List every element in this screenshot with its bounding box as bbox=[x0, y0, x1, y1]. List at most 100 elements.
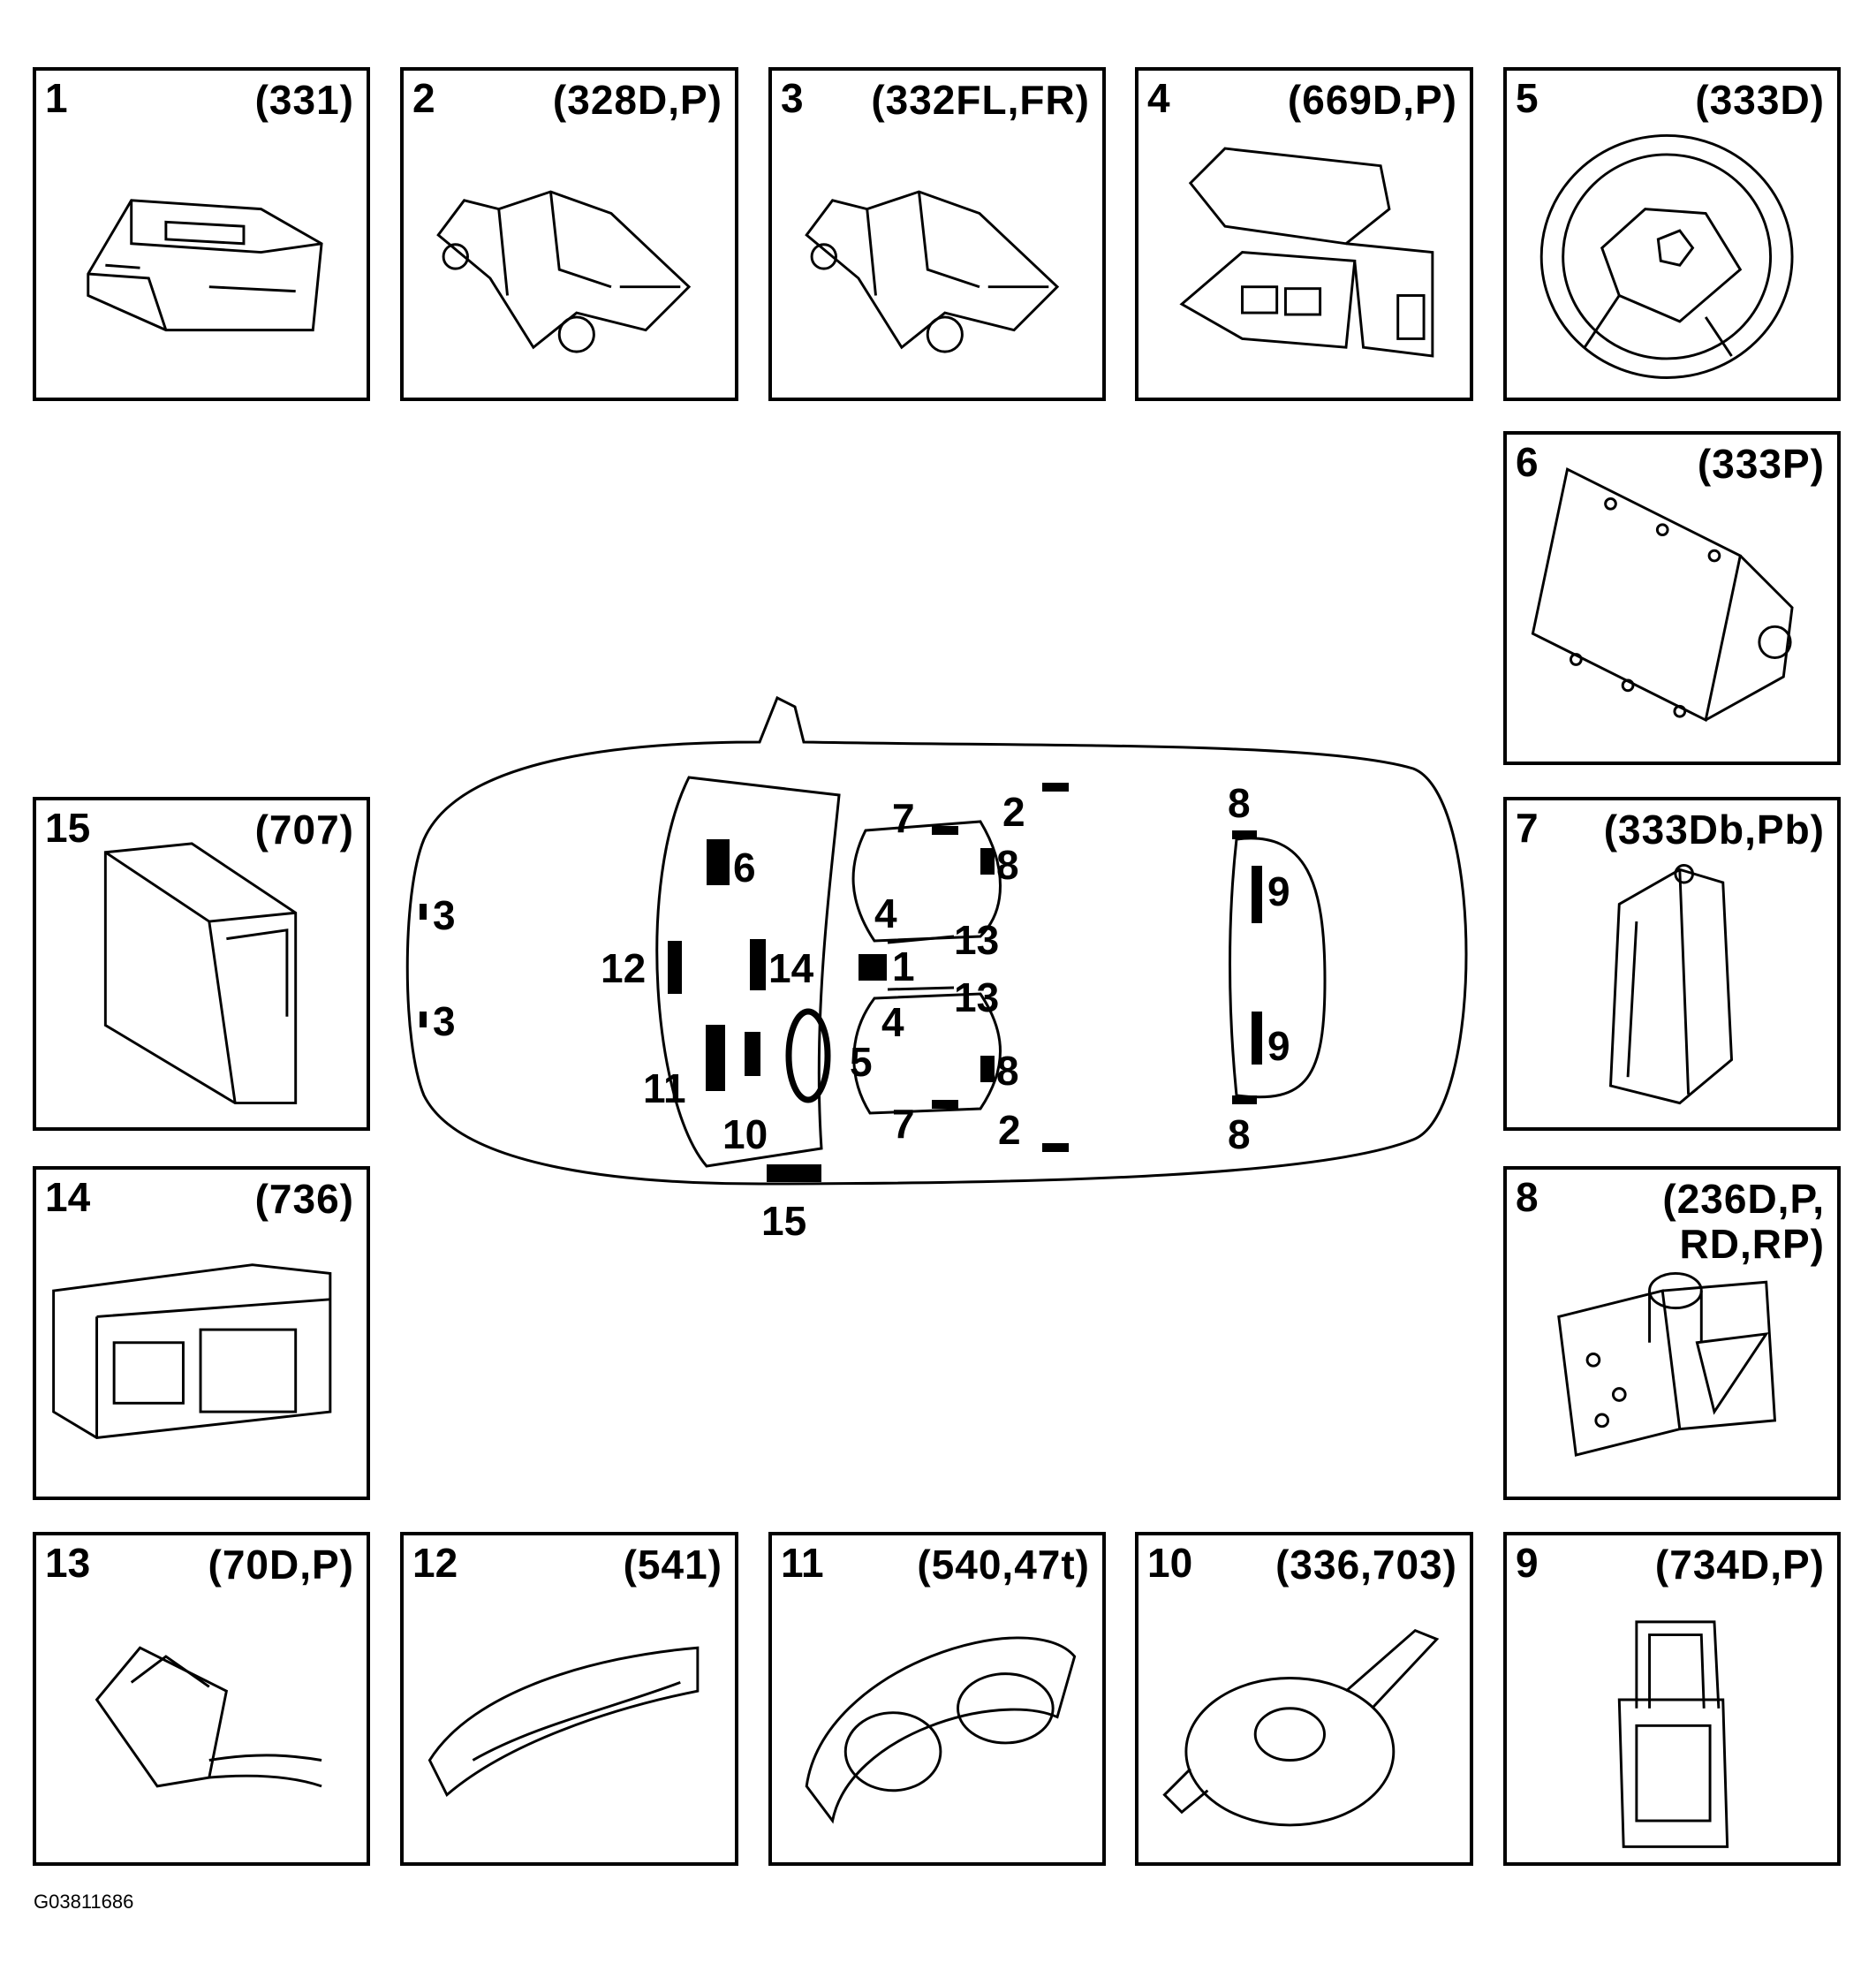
front-seat-left-outline bbox=[851, 820, 1002, 943]
panel-number: 7 bbox=[1516, 805, 1539, 851]
side-sensor-illustration bbox=[436, 190, 692, 353]
car-label: 13 bbox=[954, 974, 999, 1020]
panel-4: 4 (669D,P) bbox=[1135, 67, 1473, 401]
car-label: 8 bbox=[1228, 780, 1251, 826]
panel-3: 3 (332FL,FR) bbox=[768, 67, 1106, 401]
panel-code: (332FL,FR) bbox=[871, 77, 1090, 123]
car-number-labels: 1 2 2 3 3 4 4 5 6 7 7 8 8 8 8 9 9 10 11 … bbox=[433, 780, 1290, 1244]
car-label: 8 bbox=[1228, 1111, 1251, 1157]
panel-9: 9 (734D,P) bbox=[1503, 1532, 1841, 1866]
front-sensor-illustration bbox=[805, 190, 1060, 353]
marker-1 bbox=[859, 954, 887, 981]
rear-seat-outline bbox=[1229, 837, 1327, 1099]
panel-code: (736) bbox=[254, 1176, 354, 1222]
panel-number: 3 bbox=[781, 75, 804, 121]
module-box-illustration bbox=[103, 842, 298, 1105]
marker-6 bbox=[707, 839, 730, 885]
car-label: 5 bbox=[850, 1039, 873, 1085]
instrument-cluster-illustration bbox=[805, 1636, 1077, 1824]
leader-line bbox=[887, 986, 955, 991]
car-label: 7 bbox=[892, 1101, 915, 1147]
marker-9-bottom bbox=[1252, 1012, 1262, 1065]
control-module-illustration bbox=[87, 199, 323, 332]
panel-code: (540,47t) bbox=[917, 1542, 1090, 1588]
panel-14: 14 (736) bbox=[33, 1166, 370, 1500]
marker-15 bbox=[767, 1164, 821, 1182]
panel-number: 1 bbox=[45, 75, 68, 121]
panel-7: 7 (333Db,Pb) bbox=[1503, 797, 1841, 1131]
display-illustration bbox=[427, 1646, 700, 1797]
steering-wheel-illustration bbox=[1539, 133, 1794, 379]
panel-code: (331) bbox=[254, 77, 354, 123]
panel-code: (669D,P) bbox=[1287, 77, 1457, 123]
passenger-airbag-illustration bbox=[1531, 466, 1794, 723]
marker-14 bbox=[750, 939, 766, 990]
panel-number: 14 bbox=[45, 1174, 91, 1220]
panel-code: (336,703) bbox=[1275, 1542, 1457, 1588]
car-label: 8 bbox=[996, 1048, 1019, 1094]
panel-13: 13 (70D,P) bbox=[33, 1532, 370, 1866]
panel-15: 15 (707) bbox=[33, 797, 370, 1131]
marker-8-bottom-rear bbox=[1232, 1095, 1257, 1104]
car-body-outline bbox=[405, 695, 1468, 1186]
panel-6: 6 (333P) bbox=[1503, 431, 1841, 765]
belt-buckle-illustration bbox=[1617, 1620, 1729, 1848]
panel-number: 13 bbox=[45, 1540, 91, 1586]
panel-number: 2 bbox=[412, 75, 435, 121]
panel-code: (734D,P) bbox=[1654, 1542, 1825, 1588]
car-label: 4 bbox=[881, 999, 904, 1045]
car-label: 6 bbox=[733, 845, 756, 890]
panel-number: 4 bbox=[1147, 75, 1170, 121]
side-airbag-illustration bbox=[1608, 863, 1734, 1105]
car-label: 8 bbox=[996, 842, 1019, 888]
panel-code-line-2: RD,RP) bbox=[1679, 1220, 1825, 1267]
car-label: 3 bbox=[433, 892, 456, 938]
panel-10: 10 (336,703) bbox=[1135, 1532, 1473, 1866]
marker-8-top-rear bbox=[1232, 830, 1257, 839]
panel-code: (541) bbox=[623, 1542, 722, 1588]
panel-number: 12 bbox=[412, 1540, 458, 1586]
marker-10 bbox=[745, 1032, 760, 1076]
car-label: 9 bbox=[1267, 1023, 1290, 1069]
belt-pretensioner-illustration bbox=[1557, 1271, 1777, 1457]
panel-code: (707) bbox=[254, 807, 354, 853]
car-label: 10 bbox=[722, 1111, 768, 1157]
marker-12 bbox=[668, 941, 682, 994]
steering-wheel-outline bbox=[785, 1008, 831, 1103]
figure-id: G03811686 bbox=[34, 1891, 134, 1913]
panel-12: 12 (541) bbox=[400, 1532, 738, 1866]
car-label: 12 bbox=[601, 945, 646, 991]
car-label: 2 bbox=[998, 1107, 1021, 1153]
panel-code: (70D,P) bbox=[208, 1542, 354, 1588]
panel-code: (333Db,Pb) bbox=[1603, 807, 1825, 853]
marker-7-top bbox=[932, 826, 958, 835]
panel-code: (333P) bbox=[1697, 441, 1825, 487]
car-label: 7 bbox=[892, 795, 915, 841]
car-label: 4 bbox=[874, 890, 897, 936]
marker-3-top bbox=[420, 904, 427, 920]
marker-9-top bbox=[1252, 866, 1262, 923]
panel-number: 10 bbox=[1147, 1540, 1193, 1586]
panel-number: 5 bbox=[1516, 75, 1539, 121]
panel-number: 15 bbox=[45, 805, 91, 851]
dashboard-outline bbox=[655, 776, 841, 1168]
panel-code: (333D) bbox=[1695, 77, 1825, 123]
panel-11: 11 (540,47t) bbox=[768, 1532, 1106, 1866]
car-label: 11 bbox=[643, 1065, 686, 1111]
panel-1: 1 (331) bbox=[33, 67, 370, 401]
marker-11 bbox=[706, 1025, 725, 1091]
car-label: 3 bbox=[433, 998, 456, 1044]
panel-5: 5 (333D) bbox=[1503, 67, 1841, 401]
panel-number: 8 bbox=[1516, 1174, 1539, 1220]
panel-number: 9 bbox=[1516, 1540, 1539, 1586]
belt-sensor-illustration bbox=[1179, 147, 1434, 358]
marker-8-bottom-right bbox=[980, 1056, 995, 1082]
panel-2: 2 (328D,P) bbox=[400, 67, 738, 401]
panel-code-line-1: (236D,P, bbox=[1662, 1176, 1825, 1222]
marker-8-top-right bbox=[980, 848, 995, 875]
car-label: 14 bbox=[768, 945, 814, 991]
marker-3-bottom bbox=[420, 1012, 427, 1027]
marker-2-bottom bbox=[1042, 1143, 1069, 1152]
marker-7-bottom bbox=[932, 1100, 958, 1109]
car-label: 9 bbox=[1267, 868, 1290, 914]
